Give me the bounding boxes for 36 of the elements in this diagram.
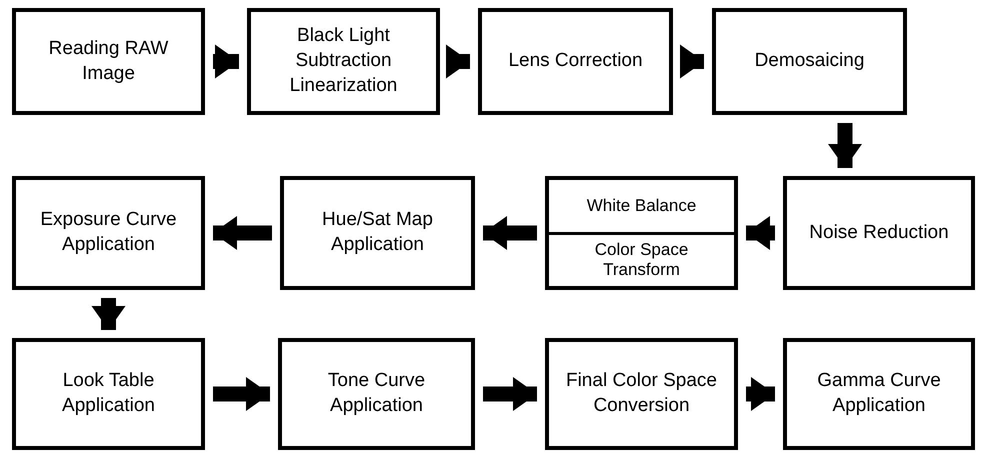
process-box xyxy=(478,8,673,115)
process-box xyxy=(280,176,475,290)
process-box xyxy=(712,8,907,115)
box-label: Black Light Subtraction Linearization xyxy=(288,24,398,98)
block-arrow xyxy=(92,298,126,330)
block-arrow xyxy=(483,377,537,411)
box-label: White Balance xyxy=(586,196,696,216)
process-box xyxy=(12,338,205,450)
process-box xyxy=(278,338,475,450)
box-label: Reading RAW Image xyxy=(48,36,170,86)
block-arrow xyxy=(483,216,537,250)
box-label: Exposure Curve Application xyxy=(39,208,178,257)
block-arrow xyxy=(746,216,775,250)
process-box xyxy=(545,338,738,450)
box-label: Lens Correction xyxy=(508,49,643,74)
process-box xyxy=(783,338,975,450)
process-box xyxy=(12,8,205,115)
box-label: Tone Curve Application xyxy=(326,369,426,418)
process-box xyxy=(12,176,205,290)
box-label: Color Space Transform xyxy=(594,240,690,281)
box-label: Noise Reduction xyxy=(809,220,949,245)
block-arrow xyxy=(213,216,272,250)
block-arrow xyxy=(213,44,239,78)
block-arrow xyxy=(828,123,862,168)
box-label: Look Table Application xyxy=(61,369,156,418)
block-arrow xyxy=(213,377,270,411)
process-box xyxy=(247,8,440,115)
process-box xyxy=(545,176,738,290)
block-arrow xyxy=(746,377,775,411)
box-label: Hue/Sat Map Application xyxy=(321,208,434,257)
box-label: Final Color Space Conversion xyxy=(564,369,718,418)
box-label: Gamma Curve Application xyxy=(816,369,942,418)
box-label: Demosaicing xyxy=(754,49,864,74)
block-arrow xyxy=(446,44,470,78)
process-box xyxy=(783,176,975,290)
block-arrow xyxy=(680,44,704,78)
